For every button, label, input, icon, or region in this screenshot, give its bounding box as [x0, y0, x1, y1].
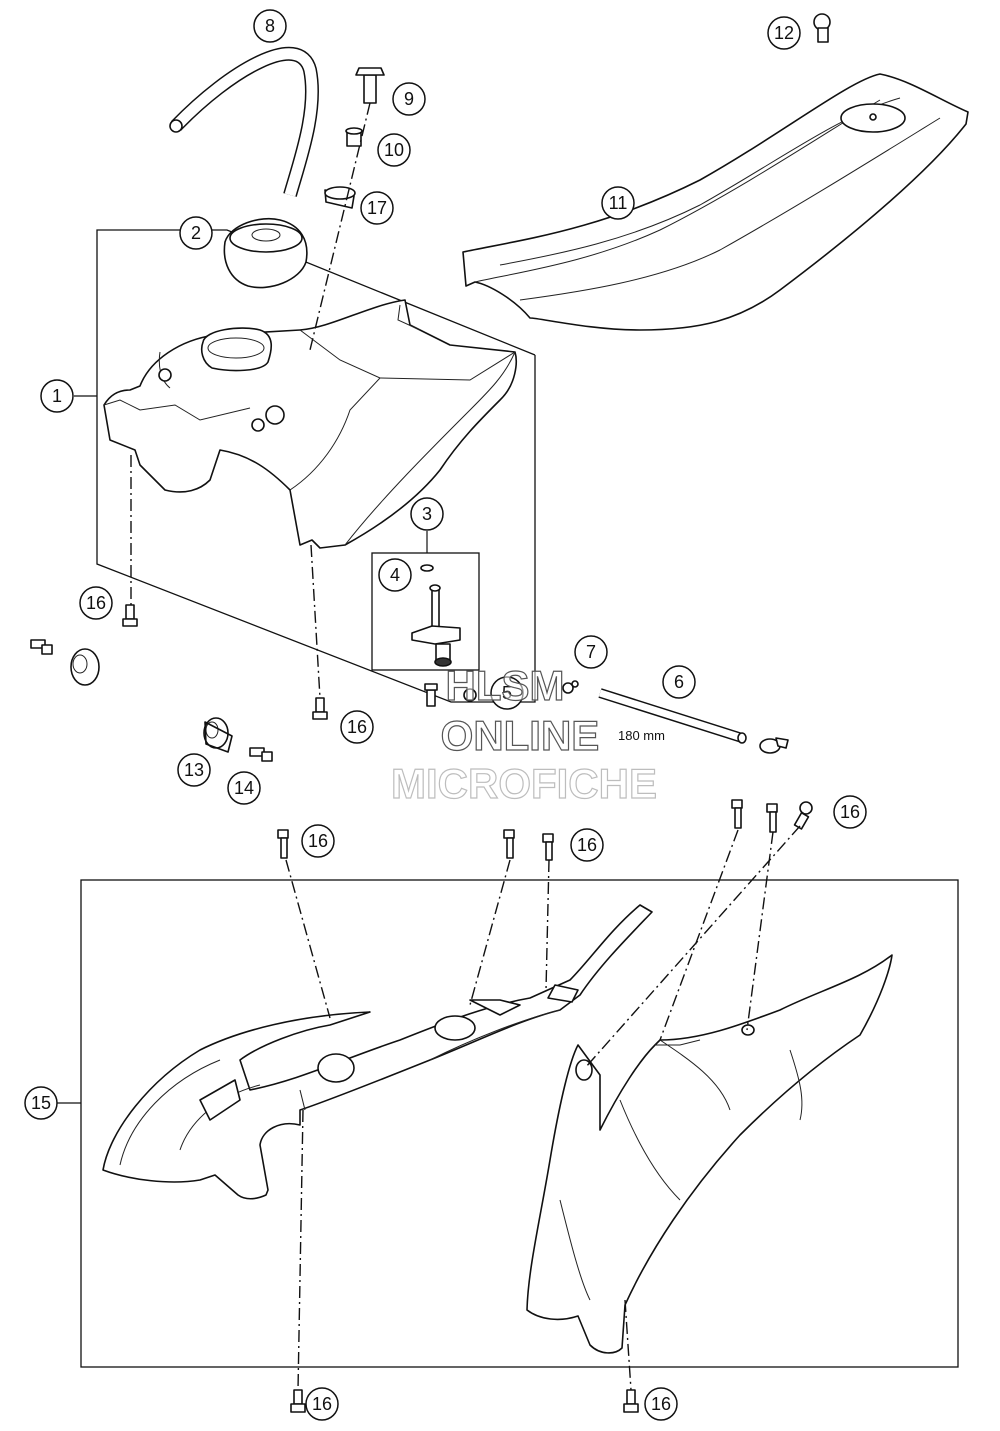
- svg-text:17: 17: [367, 198, 387, 218]
- callout-16-shroud-mid: 16: [570, 828, 604, 862]
- fuel-tap-group-frame: [371, 552, 480, 671]
- svg-text:16: 16: [312, 1394, 332, 1414]
- callout-9: 9: [392, 82, 426, 116]
- svg-text:11: 11: [609, 193, 628, 213]
- callout-16-shroud-left-bottom: 16: [305, 1387, 339, 1421]
- svg-text:7: 7: [586, 642, 596, 662]
- svg-text:3: 3: [422, 504, 432, 524]
- tank-mount-sleeve: [345, 127, 363, 147]
- assembly-line-shroud-left: [285, 859, 331, 1019]
- seat-screw: [813, 13, 831, 43]
- assembly-line-shroud-mid-a: [469, 859, 511, 1006]
- fastener-16-shroud-right-b: [766, 803, 778, 833]
- callout-17: 17: [360, 191, 394, 225]
- screw-5: [424, 683, 477, 707]
- svg-text:16: 16: [651, 1394, 671, 1414]
- loose-bushing: [70, 648, 100, 686]
- shroud-group-frame: [80, 879, 959, 1368]
- right-shroud: [526, 954, 893, 1354]
- callout-16-shroud-right-bottom: 16: [644, 1387, 678, 1421]
- fuel-tap: [411, 564, 461, 667]
- svg-text:4: 4: [390, 565, 400, 585]
- fastener-16-shroud-right-a: [731, 799, 743, 829]
- callout-13: 13: [177, 753, 211, 787]
- svg-text:16: 16: [347, 717, 367, 737]
- callout-16-tank-center: 16: [340, 710, 374, 744]
- callout-14: 14: [227, 771, 261, 805]
- svg-text:1: 1: [52, 386, 62, 406]
- svg-text:MICROFICHE: MICROFICHE: [391, 760, 657, 807]
- callout-16-tank-left: 16: [79, 586, 113, 620]
- tank-group-frame: [96, 229, 536, 703]
- hose-clamp-6: [759, 737, 789, 754]
- callout-16-shroud-right: 16: [833, 795, 867, 829]
- callout-16-shroud-left-top: 16: [301, 824, 335, 858]
- svg-text:16: 16: [577, 835, 597, 855]
- assembly-line-shroud-left-bottom: [297, 1109, 304, 1391]
- loose-bolt: [30, 639, 53, 655]
- assembly-line-shroud-right-b: [746, 831, 774, 1031]
- fastener-16-shroud-left-bottom: [290, 1389, 306, 1413]
- tank-bolt-14: [249, 747, 273, 762]
- callout-11: 11: [601, 186, 635, 220]
- callout-8: 8: [253, 9, 287, 43]
- filler-cap: [223, 218, 308, 289]
- svg-text:5: 5: [502, 683, 512, 703]
- svg-text:12: 12: [774, 23, 794, 43]
- callout-7: 7: [574, 635, 608, 669]
- callout-12: 12: [767, 16, 801, 50]
- fastener-16-shroud-mid-b: [542, 833, 554, 861]
- svg-text:ONLINE: ONLINE: [441, 712, 600, 759]
- fastener-16-shroud-mid-a: [503, 829, 515, 859]
- tank-mount-rubber: [324, 186, 356, 209]
- callout-2: 2: [179, 216, 213, 250]
- svg-text:16: 16: [840, 802, 860, 822]
- fuel-hose: 180 mm: [598, 688, 789, 754]
- assembly-line-shroud-right-c: [584, 825, 801, 1069]
- svg-text:16: 16: [308, 831, 328, 851]
- svg-text:2: 2: [191, 223, 201, 243]
- left-shroud: [102, 904, 653, 1200]
- callout-10: 10: [377, 133, 411, 167]
- fastener-16-shroud-right-bottom: [623, 1389, 639, 1413]
- svg-text:8: 8: [265, 16, 275, 36]
- assembly-line-tank-center: [310, 544, 321, 699]
- svg-text:10: 10: [384, 140, 404, 160]
- tank-mount-screw: [355, 67, 385, 104]
- fastener-16-tank-center: [312, 697, 328, 720]
- hose-length-label: 180 mm: [618, 728, 665, 743]
- hose-clamp-7: [562, 680, 579, 694]
- callout-6: 6: [662, 665, 696, 699]
- fastener-16-shroud-right-c: [793, 801, 813, 830]
- svg-text:16: 16: [86, 593, 106, 613]
- fastener-16-shroud-left-top: [277, 829, 289, 859]
- assembly-line-shroud-right-bottom: [624, 1299, 632, 1391]
- callout-4: 4: [378, 558, 412, 592]
- breather-hose: [169, 46, 319, 197]
- callout-3: 3: [410, 497, 444, 531]
- fastener-16-tank-left: [122, 604, 138, 627]
- watermark: HLSM ONLINE MICROFICHE: [390, 661, 657, 807]
- leader-lines: [57, 395, 428, 1104]
- fuel-tank: [103, 299, 517, 549]
- svg-text:14: 14: [234, 778, 254, 798]
- svg-text:9: 9: [404, 89, 414, 109]
- callout-5: 5: [490, 676, 524, 710]
- svg-text:15: 15: [31, 1093, 51, 1113]
- callout-1: 1: [40, 379, 74, 413]
- seat: [462, 73, 969, 331]
- assembly-line-screw: [309, 102, 371, 351]
- svg-text:6: 6: [674, 672, 684, 692]
- svg-text:HLSM: HLSM: [446, 662, 565, 709]
- svg-text:13: 13: [184, 760, 204, 780]
- assembly-line-shroud-right-a: [659, 829, 739, 1041]
- tank-bushing-13: [203, 717, 233, 753]
- callout-15: 15: [24, 1086, 58, 1120]
